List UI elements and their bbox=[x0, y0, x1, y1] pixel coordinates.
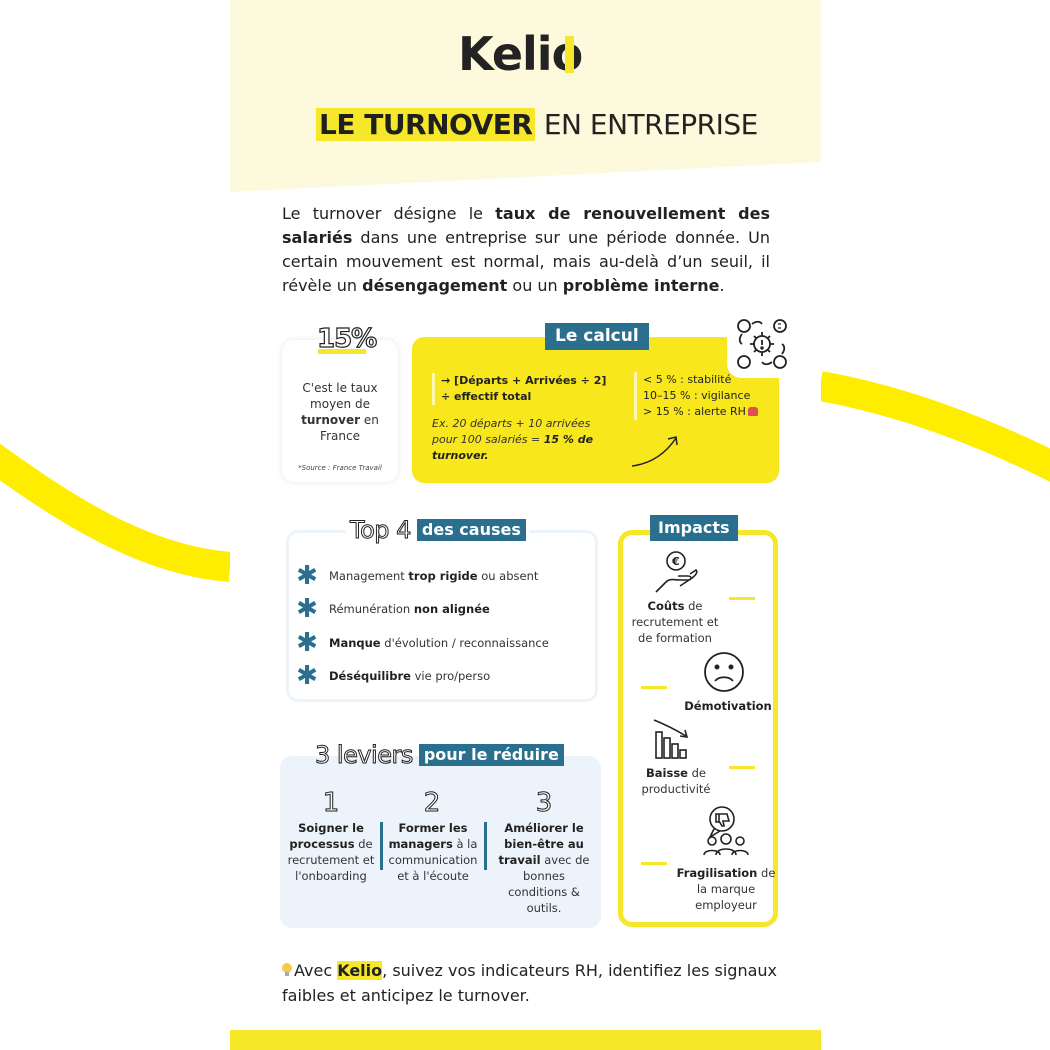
calcul-scale: < 5 % : stabilité 10–15 % : vigilance > … bbox=[634, 372, 758, 420]
cause-item: ✱ Management trop rigide ou absent bbox=[296, 561, 539, 591]
lever-number-3: 3 bbox=[535, 788, 553, 819]
scale-item-vigilance: 10–15 % : vigilance bbox=[643, 389, 751, 402]
impact-text-demotivation: Démotivation bbox=[684, 699, 772, 713]
asterisk-icon: ✱ bbox=[296, 628, 318, 658]
lever-text-3: Améliorer le bien-être au travail avec d… bbox=[498, 821, 590, 915]
cause-item: ✱ Déséquilibre vie pro/perso bbox=[296, 661, 491, 691]
declining-chart-icon bbox=[653, 719, 689, 759]
impact-text-couts: Coûts de recrutement et de formation bbox=[631, 599, 719, 645]
page-title: LE TURNOVER EN ENTREPRISE bbox=[316, 106, 758, 144]
lever-text-1: Soigner le processus de recrutement et l… bbox=[287, 821, 375, 883]
lightbulb-icon bbox=[282, 963, 292, 977]
asterisk-icon: ✱ bbox=[296, 661, 318, 691]
infographic-page: Kelio LE TURNOVER EN ENTREPRISE Le turno… bbox=[230, 0, 821, 1050]
calcul-formula: → [Départs + Arrivées ÷ 2] ÷ effectif to… bbox=[432, 373, 606, 405]
calcul-example: Ex. 20 départs + 10 arrivées pour 100 sa… bbox=[432, 417, 594, 462]
impacts-label: Impacts bbox=[650, 515, 738, 541]
lever-text-2: Former les managers à la communication e… bbox=[388, 821, 478, 883]
calcul-card bbox=[412, 337, 779, 483]
curved-arrow-icon bbox=[631, 436, 678, 467]
title-highlight: LE TURNOVER bbox=[316, 108, 536, 141]
lever-number-2: 2 bbox=[423, 788, 441, 819]
decorative-dash bbox=[729, 766, 755, 769]
asterisk-icon: ✱ bbox=[296, 561, 318, 591]
scale-item-stabilite: < 5 % : stabilité bbox=[643, 373, 732, 386]
asterisk-icon: ✱ bbox=[296, 594, 318, 624]
intro-paragraph: Le turnover désigne le taux de renouvell… bbox=[282, 204, 770, 295]
scale-item-alerte: > 15 % : alerte RH bbox=[643, 404, 758, 420]
footer-cta: Avec Kelio, suivez vos indicateurs RH, i… bbox=[282, 961, 777, 1005]
stat-underline bbox=[318, 349, 366, 354]
stat-description: C'est le taux moyen de turnover en Franc… bbox=[301, 381, 379, 443]
lever-divider bbox=[380, 822, 383, 870]
decorative-dash bbox=[641, 862, 667, 865]
calcul-label: Le calcul bbox=[545, 323, 649, 350]
cause-item: ✱ Rémunération non alignée bbox=[296, 594, 490, 624]
decorative-dash bbox=[729, 597, 755, 600]
cause-item: ✱ Manque d'évolution / reconnaissance bbox=[296, 628, 549, 658]
group-thumbs-down-icon bbox=[703, 806, 749, 856]
lever-number-1: 1 bbox=[322, 788, 340, 819]
header-background bbox=[230, 0, 821, 192]
impact-text-fragilisation: Fragilisation de la marque employeur bbox=[676, 866, 776, 912]
footer-bar bbox=[230, 1030, 821, 1050]
causes-card bbox=[286, 530, 598, 702]
stat-card bbox=[282, 340, 398, 482]
hand-euro-icon: € bbox=[655, 551, 698, 593]
levers-card bbox=[280, 756, 601, 928]
impacts-card bbox=[618, 530, 778, 927]
sad-face-icon bbox=[704, 652, 744, 692]
siren-icon bbox=[747, 407, 758, 416]
svg-text:€: € bbox=[671, 555, 680, 568]
kelio-logo: Kelio bbox=[458, 28, 583, 80]
lever-divider bbox=[484, 822, 487, 870]
stat-source: *Source : France Travail bbox=[298, 464, 382, 472]
title-rest: EN ENTREPRISE bbox=[535, 108, 759, 141]
impact-text-baisse: Baisse de productivité bbox=[641, 766, 711, 796]
decorative-dash bbox=[641, 686, 667, 689]
gear-cycle-icon bbox=[737, 319, 787, 369]
stat-value: 15% bbox=[316, 323, 377, 354]
